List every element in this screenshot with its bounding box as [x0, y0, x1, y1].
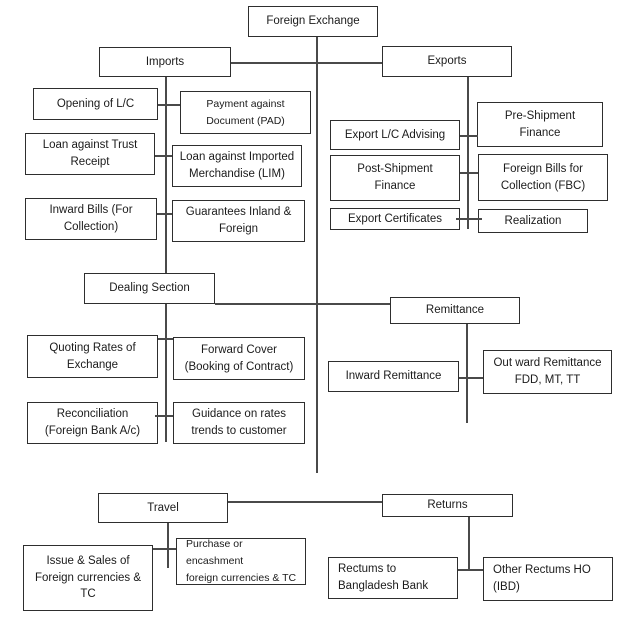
connector-inward-bills-guarantees [157, 213, 172, 215]
node-opening-of-lc: Opening of L/C [33, 88, 158, 120]
node-foreign-bills-for-collection: Foreign Bills for Collection (FBC) [478, 154, 608, 201]
connector-exports-spine [467, 77, 469, 229]
node-label-reconciliation: Reconciliation (Foreign Bank A/c) [44, 408, 141, 437]
node-label-realization: Realization [504, 214, 562, 227]
node-label-returns: Returns [427, 499, 468, 512]
node-label-forward-cover: Forward Cover (Booking of Contract) [184, 343, 294, 373]
connector-export-lc-preshipment [460, 135, 478, 137]
node-purchase-or-encashment: Purchase or encashment foreign currencie… [176, 538, 306, 585]
node-foreign-exchange: Foreign Exchange [248, 6, 378, 37]
node-guarantees-inland-foreign: Guarantees Inland & Foreign [172, 200, 305, 242]
connector-returns-spine [468, 517, 470, 570]
node-label-purchase-or-encashment: Purchase or encashment foreign currencie… [186, 538, 297, 584]
node-label-guidance-on-rates: Guidance on rates trends to customer [191, 408, 287, 437]
node-label-loan-against-imported-merchandise: Loan against Imported Merchandise (LIM) [179, 151, 295, 180]
connector-certificates-realization [456, 218, 482, 220]
node-issue-sales-foreign-currencies: Issue & Sales of Foreign currencies & TC [23, 545, 153, 611]
node-loan-against-imported-merchandise: Loan against Imported Merchandise (LIM) [172, 145, 302, 187]
node-post-shipment-finance: Post-Shipment Finance [330, 155, 460, 201]
node-export-lc-advising: Export L/C Advising [330, 120, 460, 150]
node-label-issue-sales-foreign-currencies: Issue & Sales of Foreign currencies & TC [34, 554, 142, 601]
connector-dealing-spine [165, 304, 167, 442]
node-outward-remittance: Out ward Remittance FDD, MT, TT [483, 350, 612, 394]
node-inward-bills-for-collection: Inward Bills (For Collection) [25, 198, 157, 240]
node-remittance: Remittance [390, 297, 520, 324]
node-label-foreign-bills-for-collection: Foreign Bills for Collection (FBC) [500, 162, 586, 192]
connector-travel-returns [228, 501, 382, 503]
node-travel: Travel [98, 493, 228, 523]
connector-imports-spine [165, 77, 167, 273]
node-label-imports: Imports [145, 55, 185, 68]
node-label-inward-remittance: Inward Remittance [345, 370, 442, 383]
node-label-guarantees-inland-foreign: Guarantees Inland & Foreign [185, 206, 292, 235]
connector-dealing-remittance [215, 303, 390, 305]
node-label-export-lc-advising: Export L/C Advising [344, 128, 446, 141]
node-pre-shipment-finance: Pre-Shipment Finance [477, 102, 603, 147]
connector-inward-outward-remittance [459, 377, 483, 379]
connector-issue-purchase [153, 548, 176, 550]
node-payment-against-document: Payment against Document (PAD) [180, 91, 311, 134]
node-returns: Returns [382, 494, 513, 517]
connector-reconciliation-guidance [155, 415, 173, 417]
node-loan-against-trust-receipt: Loan against Trust Receipt [25, 133, 155, 175]
connector-remittance-spine [466, 324, 468, 423]
node-forward-cover: Forward Cover (Booking of Contract) [173, 337, 305, 380]
connector-opening-lc-pad [158, 104, 180, 106]
connector-postshipment-fbc [460, 172, 478, 174]
node-rectums-to-bangladesh-bank: Rectums to Bangladesh Bank [328, 557, 458, 599]
node-label-rectums-to-bangladesh-bank: Rectums to Bangladesh Bank [338, 563, 429, 592]
node-dealing-section: Dealing Section [84, 273, 215, 304]
node-exports: Exports [382, 46, 512, 77]
connector-imports-exports [231, 62, 382, 64]
node-label-outward-remittance: Out ward Remittance FDD, MT, TT [493, 357, 602, 386]
node-imports: Imports [99, 47, 231, 77]
node-reconciliation: Reconciliation (Foreign Bank A/c) [27, 402, 158, 444]
node-label-travel: Travel [147, 501, 179, 514]
node-label-export-certificates: Export Certificates [348, 212, 442, 225]
node-label-remittance: Remittance [425, 304, 485, 317]
node-label-dealing-section: Dealing Section [109, 282, 190, 295]
node-label-payment-against-document: Payment against Document (PAD) [206, 97, 285, 127]
node-label-exports: Exports [427, 55, 467, 68]
node-label-pre-shipment-finance: Pre-Shipment Finance [504, 109, 576, 139]
node-inward-remittance: Inward Remittance [328, 361, 459, 392]
node-export-certificates: Export Certificates [330, 208, 460, 230]
node-realization: Realization [478, 209, 588, 233]
node-label-loan-against-trust-receipt: Loan against Trust Receipt [42, 139, 138, 168]
connector-rectums-other-rectums [458, 569, 483, 571]
connector-loan-trust-lim [155, 155, 172, 157]
connector-quoting-forward [158, 338, 173, 340]
node-label-foreign-exchange: Foreign Exchange [266, 15, 360, 28]
connector-central-trunk [316, 37, 318, 473]
node-other-rectums-ho: Other Rectums HO (IBD) [483, 557, 613, 601]
node-label-inward-bills-for-collection: Inward Bills (For Collection) [49, 204, 133, 233]
node-label-opening-of-lc: Opening of L/C [56, 97, 135, 110]
node-label-quoting-rates-of-exchange: Quoting Rates of Exchange [49, 341, 136, 371]
node-quoting-rates-of-exchange: Quoting Rates of Exchange [27, 335, 158, 378]
node-label-other-rectums-ho: Other Rectums HO (IBD) [493, 564, 591, 593]
connector-travel-spine [167, 523, 169, 568]
node-label-post-shipment-finance: Post-Shipment Finance [357, 163, 433, 192]
node-guidance-on-rates: Guidance on rates trends to customer [173, 402, 305, 444]
